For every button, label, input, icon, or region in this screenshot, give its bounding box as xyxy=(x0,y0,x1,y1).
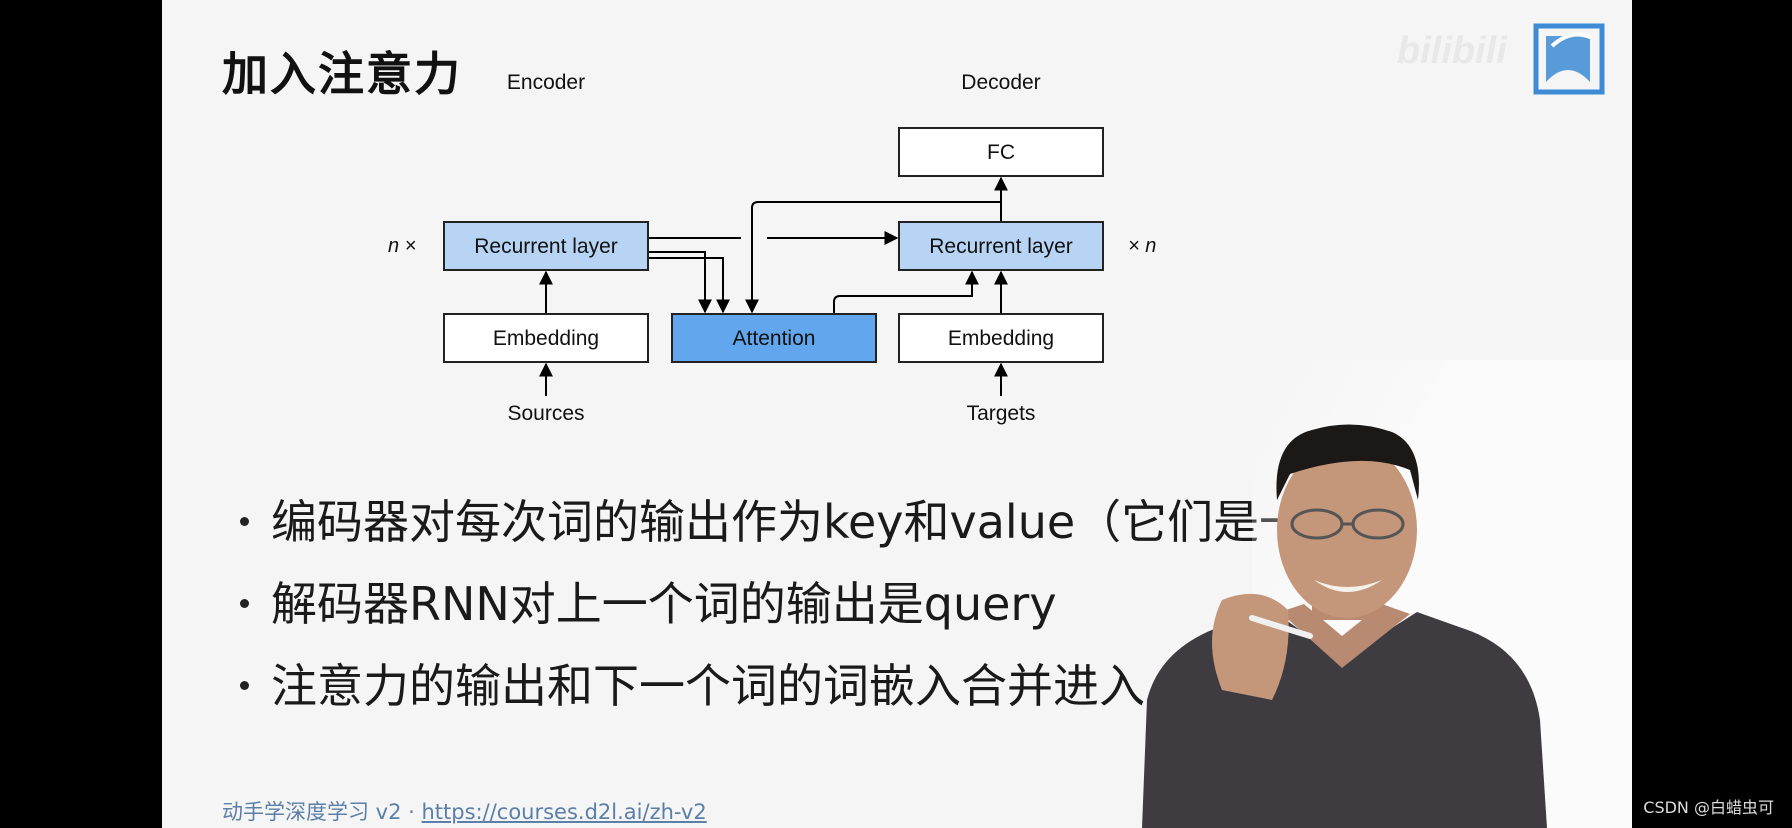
csdn-watermark: CSDN @白蜡虫可 xyxy=(1643,794,1774,818)
presenter-video-overlay xyxy=(162,0,1632,828)
slide: bilibili 加入注意力 Encoder Decoder FC Recurr… xyxy=(162,0,1632,828)
